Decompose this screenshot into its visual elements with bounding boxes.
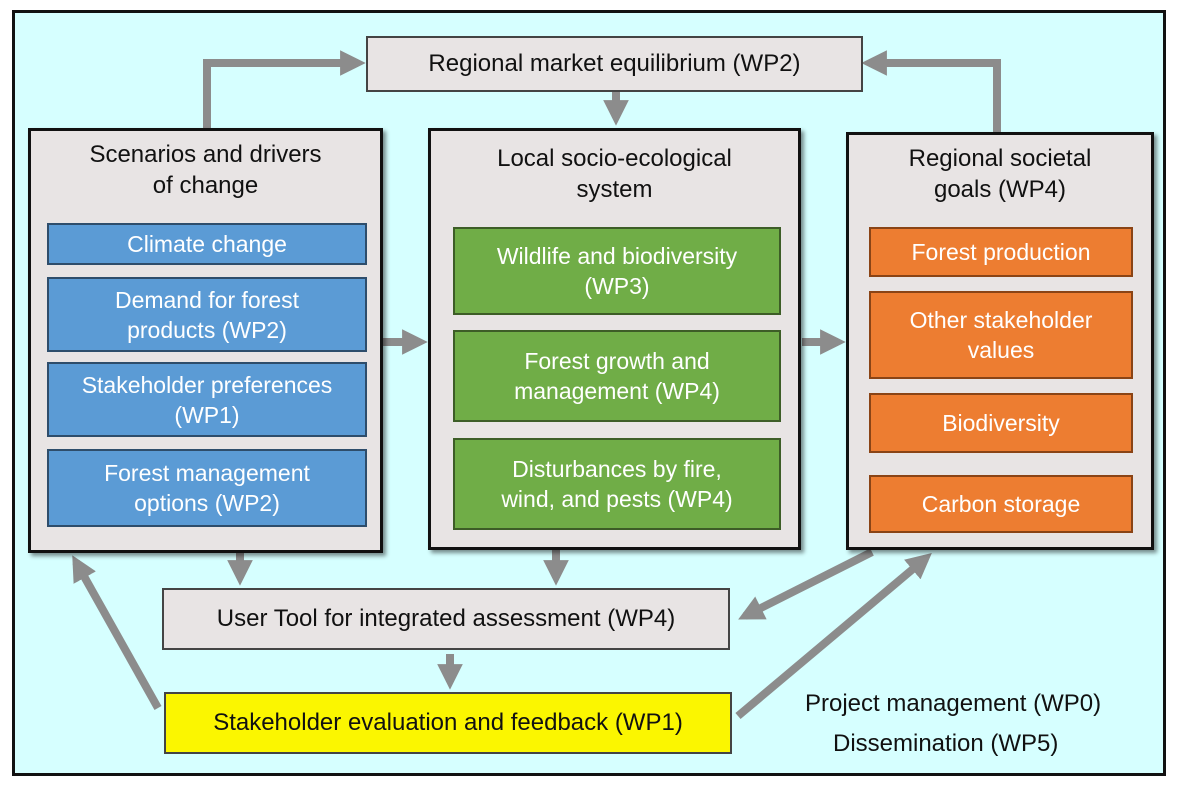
stakeholder-feedback-box: Stakeholder evaluation and feedback (WP1… xyxy=(164,692,732,754)
forest-management-options-box: Forest management options (WP2) xyxy=(47,449,367,527)
stakeholder-preferences-box: Stakeholder preferences (WP1) xyxy=(47,362,367,437)
regional-societal-goals-title: Regional societal goals (WP4) xyxy=(908,145,1092,203)
biodiversity-box: Biodiversity xyxy=(869,393,1133,453)
arrow-goals-to-market xyxy=(861,50,1001,132)
user-tool-box: User Tool for integrated assessment (WP4… xyxy=(162,588,730,650)
forest-growth-management-box: Forest growth and management (WP4) xyxy=(453,330,781,422)
regional-societal-goals-panel: Regional societal goals (WP4) Forest pro… xyxy=(846,132,1154,550)
stakeholder-feedback-label: Stakeholder evaluation and feedback (WP1… xyxy=(213,709,683,736)
arrow-scenarios-to-market xyxy=(203,50,366,128)
local-socio-ecological-panel: Local socio-ecological system Wildlife a… xyxy=(428,128,801,550)
disturbances-box: Disturbances by fire, wind, and pests (W… xyxy=(453,438,781,530)
other-stakeholder-values-box: Other stakeholder values xyxy=(869,291,1133,379)
arrow-feedback-to-scenarios xyxy=(72,555,162,710)
wildlife-biodiversity-box: Wildlife and biodiversity (WP3) xyxy=(453,227,781,315)
local-socio-ecological-title: Local socio-ecological system xyxy=(497,145,732,203)
scenarios-drivers-title: Scenarios and drivers of change xyxy=(89,141,322,199)
user-tool-label: User Tool for integrated assessment (WP4… xyxy=(216,605,676,632)
regional-market-equilibrium-label: Regional market equilibrium (WP2) xyxy=(428,50,801,77)
climate-change-box: Climate change xyxy=(47,223,367,265)
regional-market-equilibrium-box: Regional market equilibrium (WP2) xyxy=(366,36,863,92)
demand-forest-products-box: Demand for forest products (WP2) xyxy=(47,277,367,352)
arrow-feedback-to-goals xyxy=(735,553,932,720)
arrow-goals-to-usertool xyxy=(738,548,874,620)
carbon-storage-box: Carbon storage xyxy=(869,475,1133,533)
scenarios-drivers-panel: Scenarios and drivers of change Climate … xyxy=(28,128,383,553)
project-management-note: Project management (WP0) xyxy=(805,690,1102,717)
dissemination-note: Dissemination (WP5) xyxy=(833,730,1059,757)
forest-production-box: Forest production xyxy=(869,227,1133,277)
